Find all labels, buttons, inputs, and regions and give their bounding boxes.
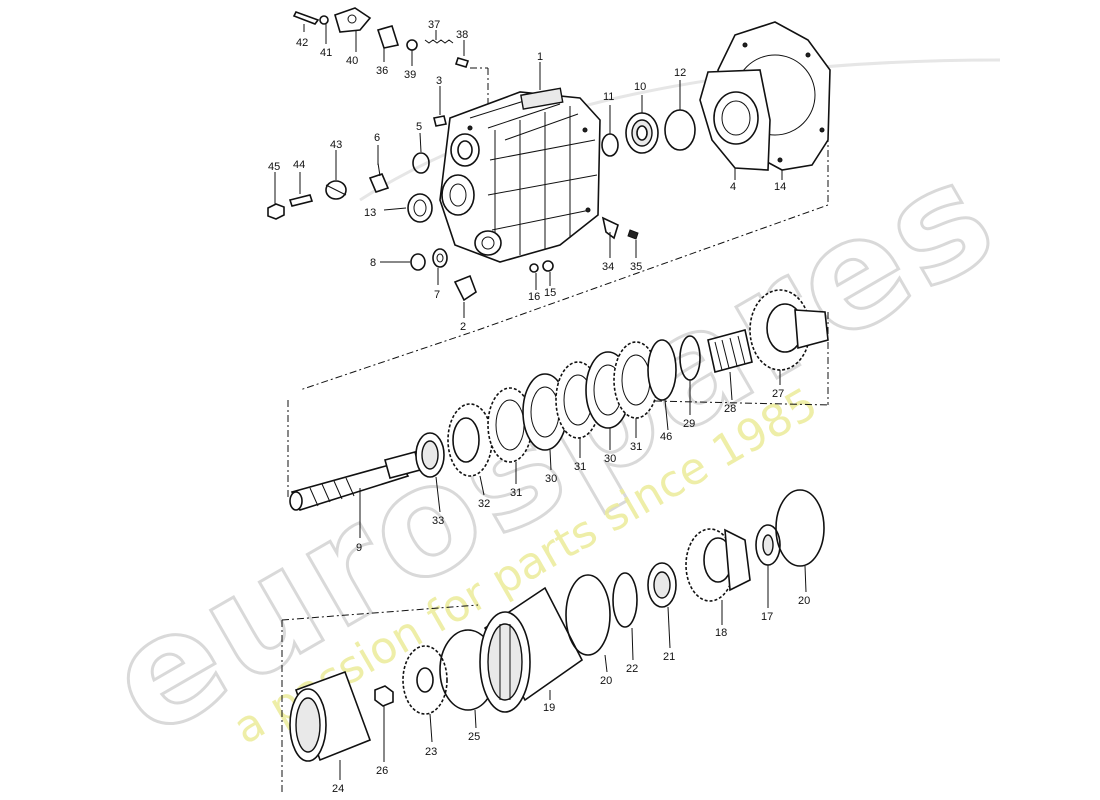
bearing-33 (415, 432, 445, 478)
snap-ring-20-lower (565, 574, 611, 656)
label-part-17: 17 (761, 611, 773, 623)
label-part-31a: 31 (510, 487, 522, 499)
label-part-29: 29 (683, 418, 695, 430)
bracket-34 (601, 216, 619, 240)
label-part-30a: 30 (545, 473, 557, 485)
label-part-33: 33 (432, 515, 444, 527)
label-part-16: 16 (528, 291, 540, 303)
label-part-46: 46 (660, 431, 672, 443)
label-part-23: 23 (425, 746, 437, 758)
label-part-41: 41 (320, 47, 332, 59)
cap-36 (376, 25, 400, 49)
clutch-drum-19 (479, 586, 584, 713)
washer-41 (319, 15, 329, 25)
watermark-swoosh (359, 58, 1001, 202)
housing-group (267, 7, 831, 391)
bolt-44 (288, 194, 314, 207)
pressure-plate-46 (647, 339, 677, 401)
label-part-44: 44 (293, 159, 305, 171)
sun-gear-28 (707, 329, 753, 373)
label-part-4: 4 (730, 181, 736, 193)
ring-drum-24 (289, 670, 372, 762)
bushing-7 (432, 248, 448, 268)
label-part-14: 14 (774, 181, 786, 193)
clutch-hub-32 (447, 403, 493, 477)
bearing-flange-plate (699, 69, 771, 171)
snap-ring-22 (612, 572, 638, 628)
clutch-pack-group (287, 289, 831, 511)
ring-5 (412, 152, 430, 174)
pin-38 (454, 57, 470, 68)
label-part-43: 43 (330, 139, 342, 151)
snap-ring-20-upper (775, 489, 825, 567)
seal-13 (407, 193, 433, 223)
label-part-20-upper: 20 (798, 595, 810, 607)
label-part-10: 10 (634, 81, 646, 93)
label-part-15: 15 (544, 287, 556, 299)
nut-8 (410, 253, 426, 271)
planetary-group (281, 489, 825, 795)
flange-40 (334, 7, 372, 33)
label-part-12: 12 (674, 67, 686, 79)
label-part-36: 36 (376, 65, 388, 77)
nut-45 (267, 203, 285, 220)
label-part-27: 27 (772, 388, 784, 400)
label-part-1: 1 (537, 51, 543, 63)
drive-gear-18 (685, 528, 751, 602)
screw-6 (368, 162, 390, 193)
seal-ring-11 (601, 133, 619, 157)
label-part-45: 45 (268, 161, 280, 173)
input-shaft-9 (289, 451, 421, 511)
washer-15 (542, 260, 554, 272)
label-part-13: 13 (364, 207, 376, 219)
ring-gear-27 (749, 289, 829, 371)
label-part-26: 26 (376, 765, 388, 777)
label-part-3: 3 (436, 75, 442, 87)
label-part-34: 34 (602, 261, 614, 273)
label-part-18: 18 (715, 627, 727, 639)
label-part-9: 9 (356, 542, 362, 554)
label-part-11: 11 (603, 91, 614, 103)
label-part-8: 8 (370, 257, 376, 269)
label-part-7: 7 (434, 289, 440, 301)
bolt-42 (292, 11, 320, 25)
label-part-6: 6 (374, 132, 380, 144)
label-part-35: 35 (630, 261, 642, 273)
pin-3 (433, 115, 447, 127)
label-part-32: 32 (478, 498, 490, 510)
label-part-25: 25 (468, 731, 480, 743)
ring-39 (406, 39, 418, 51)
sprocket-23 (402, 645, 448, 715)
clutch-plates (487, 341, 659, 463)
label-part-37: 37 (428, 19, 440, 31)
spring-37 (424, 39, 454, 44)
label-part-30b: 30 (604, 453, 616, 465)
leader-lines (274, 24, 807, 780)
label-part-19: 19 (543, 702, 555, 714)
label-part-31b: 31 (574, 461, 586, 473)
part-labels: 1 2 3 4 5 6 7 8 9 10 11 12 13 14 15 16 1… (268, 19, 810, 795)
label-part-28: 28 (724, 403, 736, 415)
sleeve-2 (453, 274, 477, 302)
nut-16 (529, 263, 539, 273)
label-part-2: 2 (460, 321, 466, 333)
label-part-20-lower: 20 (600, 675, 612, 687)
bearing-10 (625, 112, 659, 154)
label-part-39: 39 (404, 69, 416, 81)
label-part-21: 21 (663, 651, 675, 663)
gearbox-housing (439, 87, 601, 263)
label-part-24: 24 (332, 783, 344, 795)
label-part-38: 38 (456, 29, 468, 41)
circlip-12 (664, 109, 696, 151)
clip-35 (627, 229, 639, 240)
label-part-40: 40 (346, 55, 358, 67)
label-part-42: 42 (296, 37, 308, 49)
nut-26 (374, 685, 394, 707)
label-part-22: 22 (626, 663, 638, 675)
label-part-31c: 31 (630, 441, 642, 453)
bearing-21 (647, 562, 677, 608)
plug-43 (325, 180, 347, 200)
label-part-5: 5 (416, 121, 422, 133)
